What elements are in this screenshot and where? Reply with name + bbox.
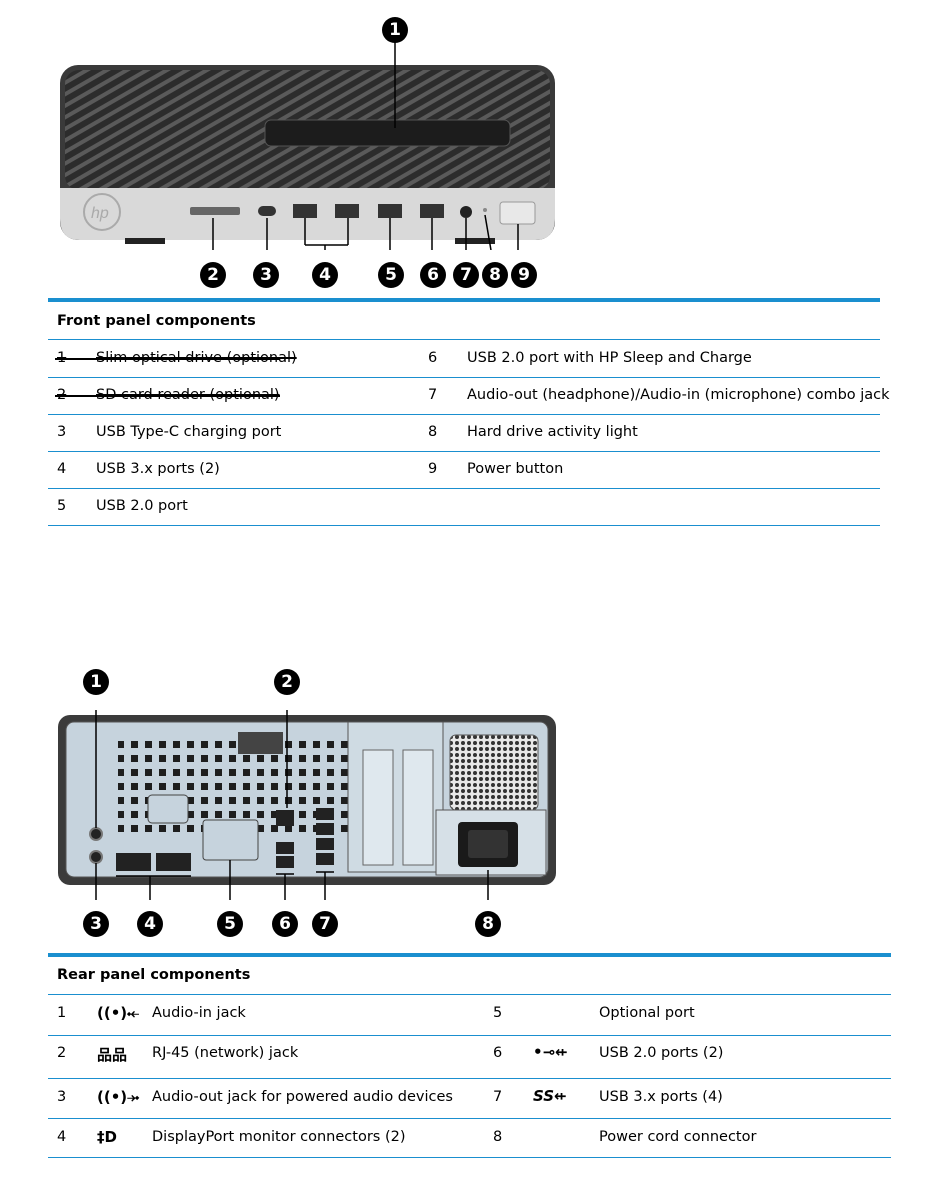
rear-row-5-num: 5 [493, 1005, 503, 1021]
divider [48, 1035, 891, 1036]
rear-callout-6: 6 [272, 911, 298, 937]
rear-row-6-label: USB 2.0 ports (2) [599, 1045, 724, 1061]
rear-row-5-label: Optional port [599, 1005, 695, 1021]
divider [48, 451, 880, 452]
front-row-5-label: USB 2.0 port [96, 498, 188, 514]
rear-row-2-num: 2 [57, 1045, 67, 1061]
rear-row-8-label: Power cord connector [599, 1129, 757, 1145]
rear-callout-3: 3 [83, 911, 109, 937]
front-table-heading: Front panel components [57, 313, 256, 329]
divider [48, 1118, 891, 1119]
front-callout-6: 6 [420, 262, 446, 288]
strike-line [55, 358, 280, 360]
rear-row-3-label: Audio-out jack for powered audio devices [152, 1089, 453, 1105]
rear-callout-4: 4 [137, 911, 163, 937]
front-row-8-num: 8 [428, 424, 438, 440]
svg-text:hp: hp [91, 205, 109, 222]
rear-row-3-num: 3 [57, 1089, 67, 1105]
rear-table-heading: Rear panel components [57, 967, 251, 983]
rear-callout-8: 8 [475, 911, 501, 937]
usb-ss-icon: SS⇷ [533, 1087, 567, 1105]
front-row-7-num: 7 [428, 387, 438, 403]
rear-row-4-num: 4 [57, 1129, 67, 1145]
rear-callout-1: 1 [83, 669, 109, 695]
divider [48, 1078, 891, 1079]
front-panel-illustration: hp [60, 40, 555, 250]
front-callout-2: 2 [200, 262, 226, 288]
usb-icon: •⊸⇷ [533, 1043, 568, 1061]
audio-in-icon: ((•)⤝ [97, 1004, 140, 1022]
front-row-4-num: 4 [57, 461, 67, 477]
front-callout-9: 9 [511, 262, 537, 288]
divider [48, 339, 880, 340]
front-callout-5: 5 [378, 262, 404, 288]
audio-out-icon: ((•)⤞ [97, 1088, 140, 1106]
front-callout-3: 3 [253, 262, 279, 288]
front-row-6-num: 6 [428, 350, 438, 366]
rear-row-4-label: DisplayPort monitor connectors (2) [152, 1129, 406, 1145]
rear-row-6-num: 6 [493, 1045, 503, 1061]
divider [48, 1157, 891, 1158]
front-row-3-label: USB Type-C charging port [96, 424, 282, 440]
front-callout-1: 1 [382, 17, 408, 43]
front-row-6-label: USB 2.0 port with HP Sleep and Charge [467, 350, 752, 366]
rear-panel-illustration [58, 710, 556, 900]
rear-callout-7: 7 [312, 911, 338, 937]
front-row-3-num: 3 [57, 424, 67, 440]
divider [48, 414, 880, 415]
rear-callout-5: 5 [217, 911, 243, 937]
front-row-9-num: 9 [428, 461, 438, 477]
rear-row-2-label: RJ-45 (network) jack [152, 1045, 299, 1061]
rear-row-1-label: Audio-in jack [152, 1005, 246, 1021]
front-row-5-num: 5 [57, 498, 67, 514]
rear-row-7-label: USB 3.x ports (4) [599, 1089, 723, 1105]
rear-table-top-bar [48, 953, 891, 957]
front-row-7-label: Audio-out (headphone)/Audio-in (micropho… [467, 387, 890, 403]
displayport-icon: ‡D [97, 1128, 117, 1146]
divider [48, 525, 880, 526]
front-row-4-label: USB 3.x ports (2) [96, 461, 220, 477]
divider [48, 488, 880, 489]
front-row-8-label: Hard drive activity light [467, 424, 638, 440]
divider [48, 994, 891, 995]
divider [48, 377, 880, 378]
strike-line [55, 395, 280, 397]
rear-row-7-num: 7 [493, 1089, 503, 1105]
network-icon: 品品 [97, 1046, 128, 1064]
front-row-9-label: Power button [467, 461, 564, 477]
rear-row-1-num: 1 [57, 1005, 67, 1021]
front-callout-8: 8 [482, 262, 508, 288]
rear-callout-2: 2 [274, 669, 300, 695]
front-callout-7: 7 [453, 262, 479, 288]
front-callout-4: 4 [312, 262, 338, 288]
front-table-top-bar [48, 298, 880, 302]
rear-row-8-num: 8 [493, 1129, 503, 1145]
